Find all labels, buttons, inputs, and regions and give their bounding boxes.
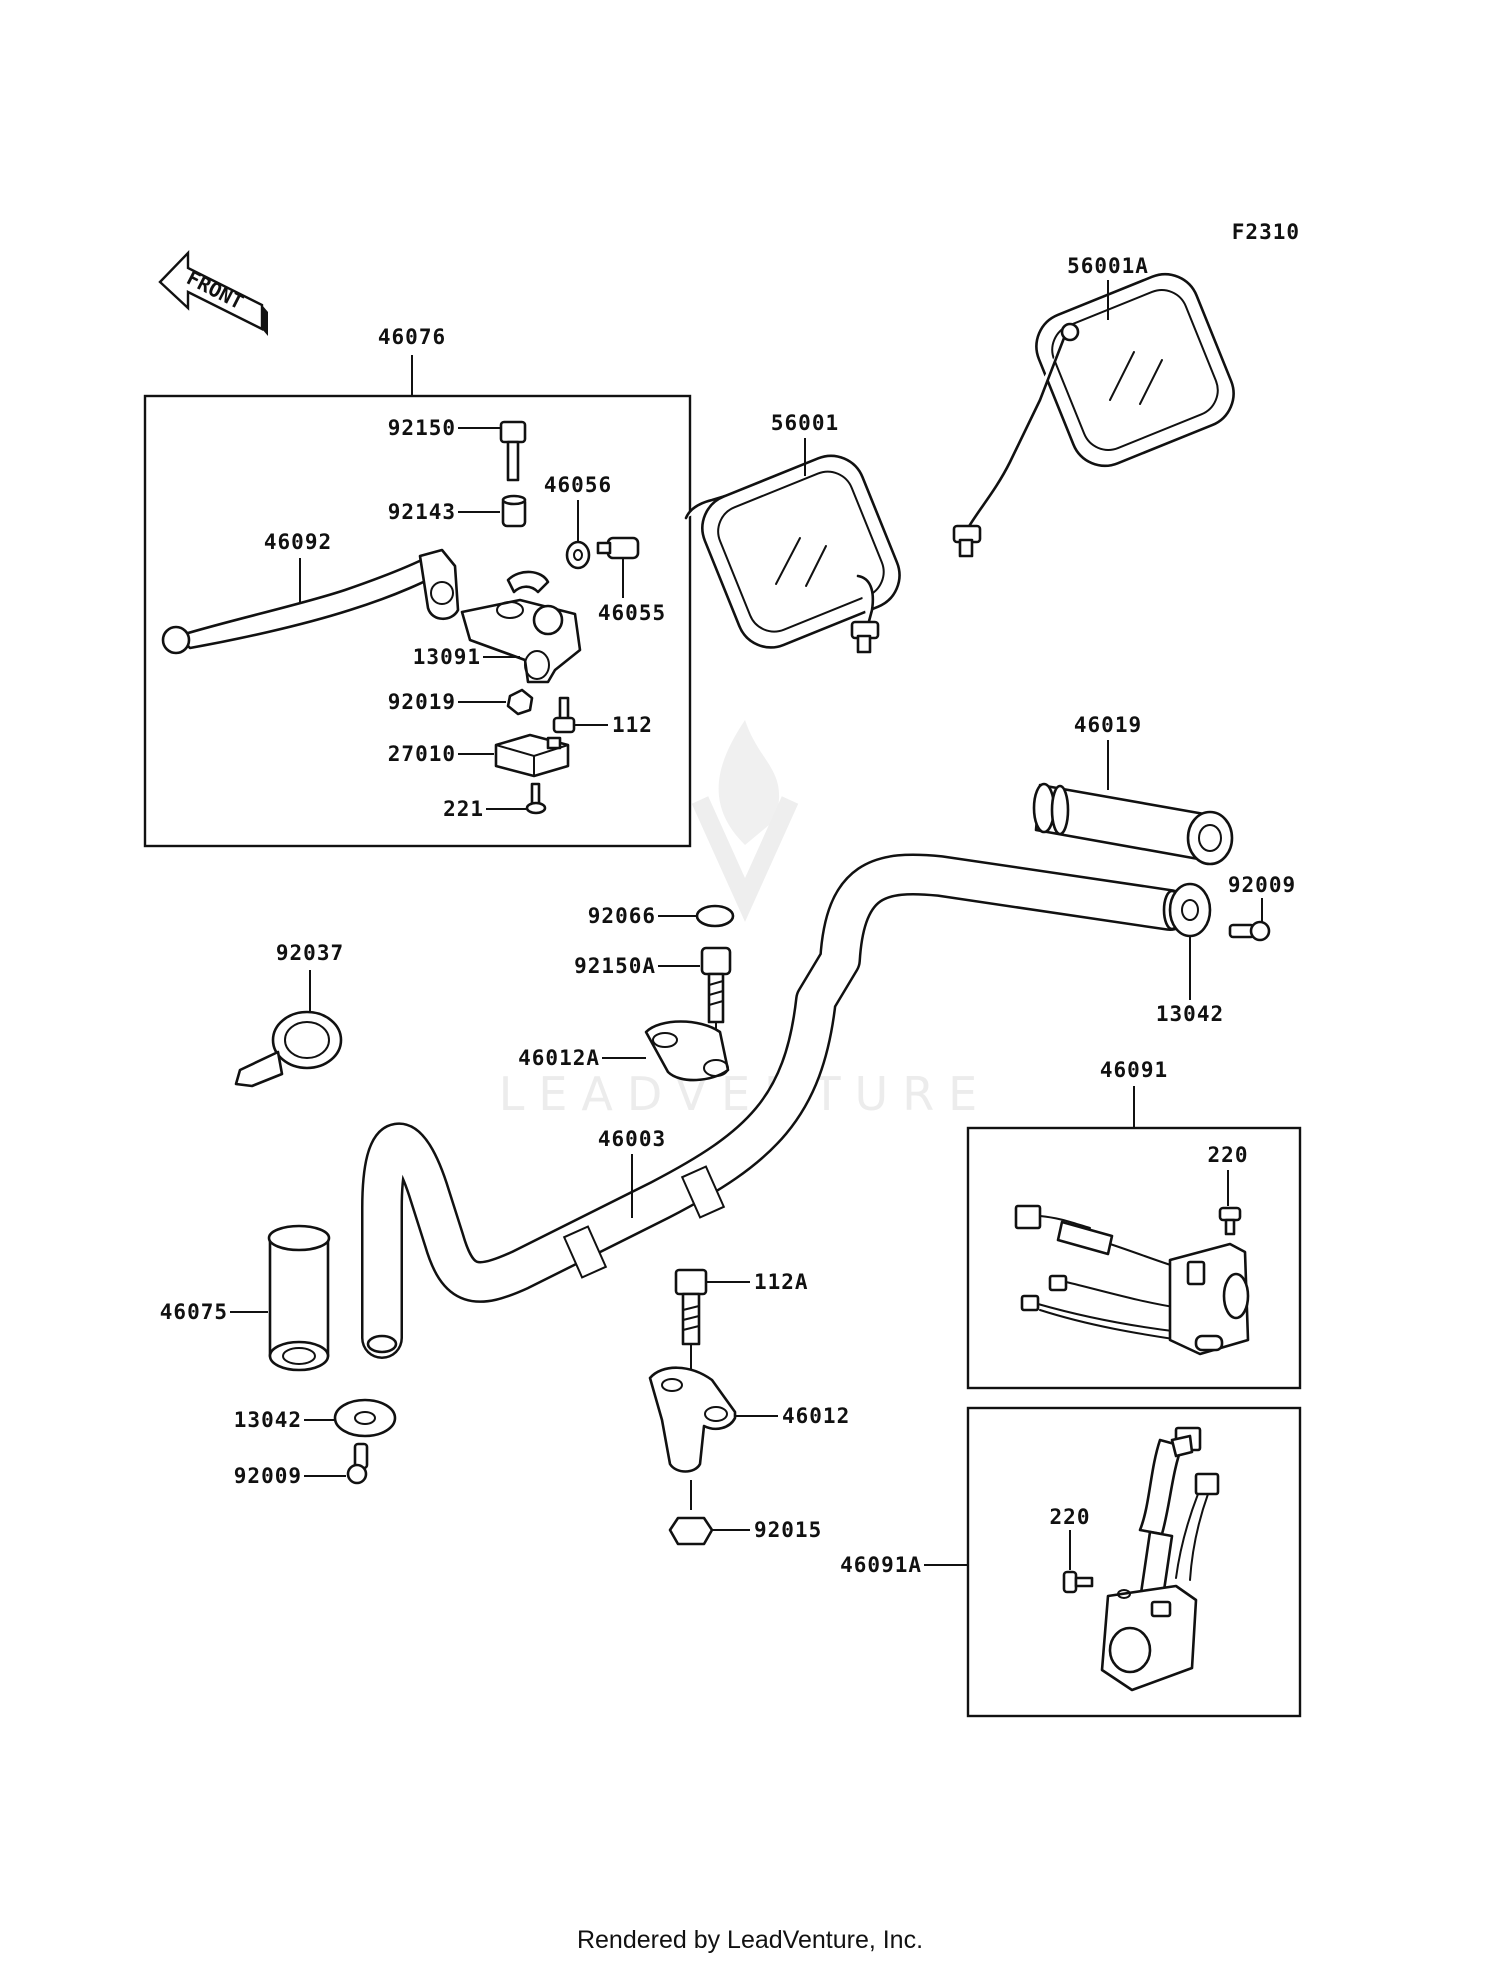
grip-46019 [1032, 782, 1234, 866]
label-56001: 56001 [771, 411, 839, 435]
washer-13042-right [1168, 882, 1212, 938]
label-112a: 112A [754, 1270, 809, 1294]
lever-46092 [161, 548, 460, 655]
screw-112 [552, 696, 576, 734]
watermark-text: LEADVENTURE [499, 1067, 992, 1121]
grip-46075 [267, 1224, 331, 1372]
label-46019: 46019 [1074, 713, 1142, 737]
handlebar-46003 [361, 853, 1191, 1359]
screw-220-a [1218, 1206, 1242, 1236]
holder-46012a [644, 1020, 730, 1082]
label-46056: 46056 [544, 473, 612, 497]
label-56001a: 56001A [1067, 254, 1149, 278]
label-92150: 92150 [388, 416, 456, 440]
label-92019: 92019 [388, 690, 456, 714]
assembly-box-46091 [966, 1126, 1302, 1390]
screw-220-b [1062, 1570, 1094, 1594]
label-46003: 46003 [598, 1127, 666, 1151]
screw-221 [525, 782, 547, 815]
nut-92019 [506, 688, 534, 716]
washer-13042-left [333, 1398, 397, 1438]
figure-code: F2310 [1232, 220, 1300, 244]
label-46075: 46075 [160, 1300, 228, 1324]
switch-housing-46091 [1014, 1204, 1250, 1356]
label-92150a: 92150A [574, 954, 656, 978]
label-46091a: 46091A [840, 1553, 922, 1577]
bolt-92150 [499, 420, 527, 482]
assembly-box-46076 [143, 394, 692, 848]
label-92037: 92037 [276, 941, 344, 965]
screw-92009-right [1228, 920, 1271, 942]
washer-92066 [695, 904, 735, 928]
label-92015: 92015 [754, 1518, 822, 1542]
label-112: 112 [612, 713, 653, 737]
mirror-56001 [684, 454, 901, 654]
holder-13091 [460, 570, 582, 684]
nut-92015 [668, 1516, 714, 1546]
label-220-a: 220 [1208, 1143, 1249, 1167]
label-27010: 27010 [388, 742, 456, 766]
adjuster-46055 [596, 536, 640, 560]
collar-92143 [501, 494, 527, 528]
switch-housing-46091a [1100, 1426, 1220, 1692]
label-92009-right: 92009 [1228, 873, 1296, 897]
label-46012: 46012 [782, 1404, 850, 1428]
holder-46012 [648, 1366, 737, 1510]
label-13091: 13091 [413, 645, 481, 669]
label-13042-left: 13042 [234, 1408, 302, 1432]
assembly-box-46091a [966, 1406, 1302, 1718]
mirror-56001a [952, 272, 1235, 558]
front-arrow-icon: FRONT [158, 250, 268, 336]
bolt-112a [674, 1268, 708, 1372]
label-92009-left: 92009 [234, 1464, 302, 1488]
label-92066: 92066 [588, 904, 656, 928]
label-92143: 92143 [388, 500, 456, 524]
clamp-92037 [234, 1010, 343, 1088]
label-220-b: 220 [1050, 1505, 1091, 1529]
label-46076: 46076 [378, 325, 446, 349]
label-46092: 46092 [264, 530, 332, 554]
label-46012a: 46012A [518, 1046, 600, 1070]
label-46055: 46055 [598, 601, 666, 625]
footer-credit: Rendered by LeadVenture, Inc. [576, 1926, 924, 1954]
label-13042-right: 13042 [1156, 1002, 1224, 1026]
screw-92009-left [346, 1442, 369, 1485]
label-46091: 46091 [1100, 1058, 1168, 1082]
label-221: 221 [443, 797, 484, 821]
switch-27010 [494, 733, 570, 778]
watermark: LEADVENTURE [499, 720, 992, 1121]
nut-46056 [565, 540, 591, 570]
bolt-92150a [700, 946, 732, 1046]
